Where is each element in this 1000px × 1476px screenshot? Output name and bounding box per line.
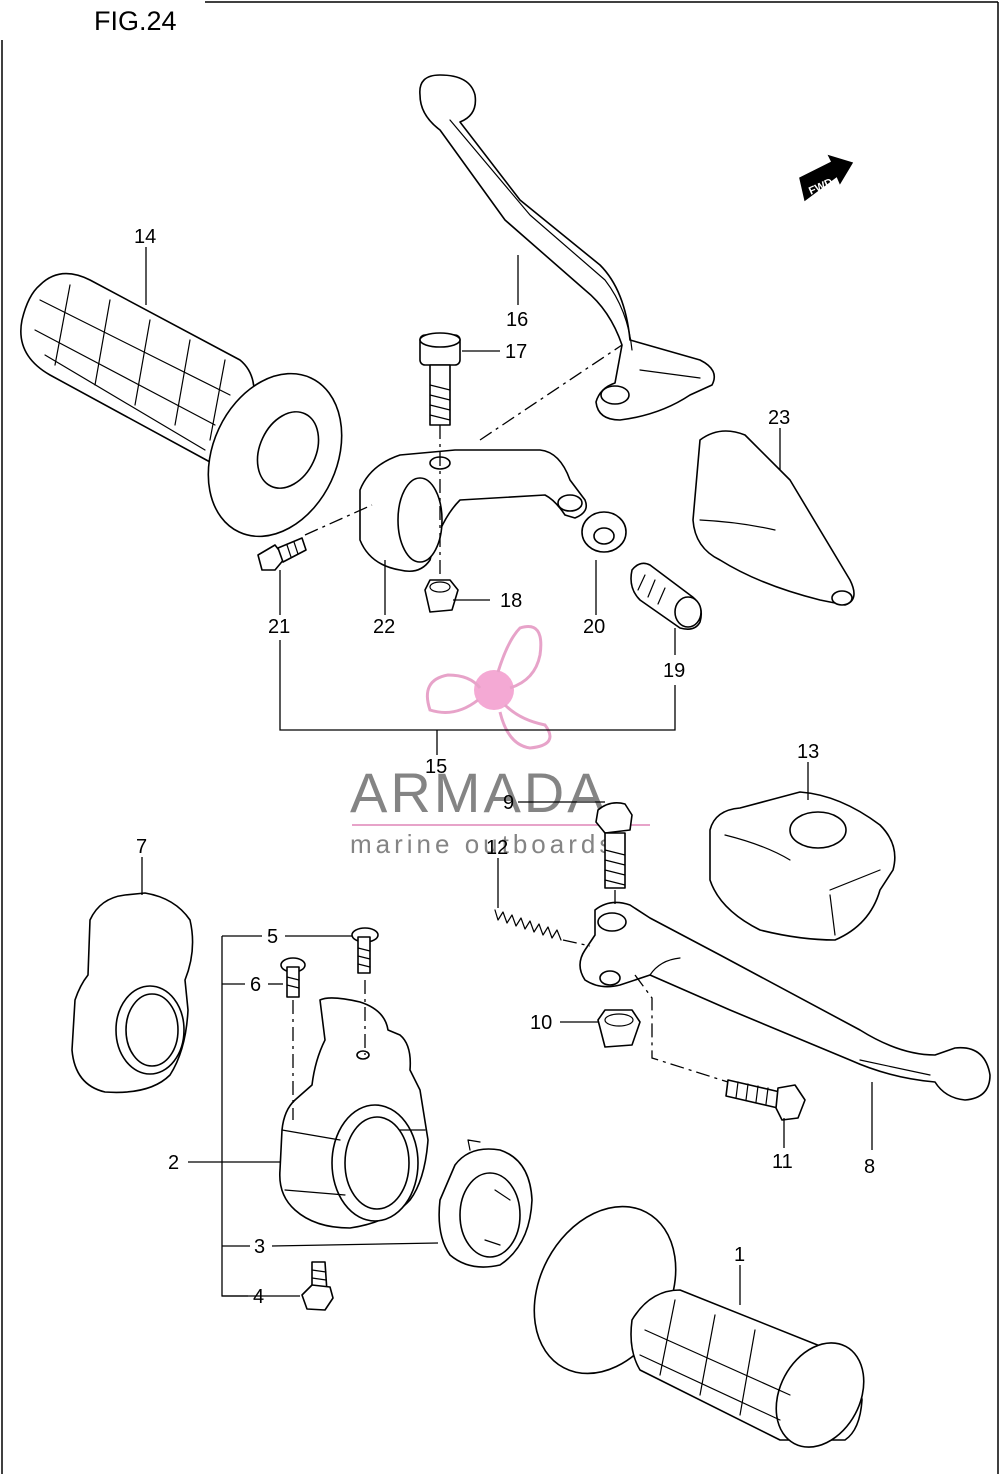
adjuster-bolt-part [630, 562, 703, 630]
nut-10-part [597, 1009, 641, 1048]
callout-11: 11 [772, 1151, 793, 1173]
watermark-brand: ARMADA [350, 761, 608, 824]
callout-5: 5 [267, 926, 278, 948]
callout-8: 8 [864, 1156, 875, 1178]
callout-17: 17 [505, 341, 527, 363]
lever-bracket-part [359, 449, 588, 573]
lower-lever-part [579, 901, 991, 1101]
callout-4: 4 [253, 1286, 264, 1308]
callout-14: 14 [134, 226, 156, 248]
bolt-17-part [419, 332, 461, 426]
nut-18-part [424, 579, 459, 613]
callout-labels: 14 16 17 23 18 21 22 20 19 15 13 9 12 10… [134, 226, 875, 1308]
bolt-11-part [725, 1079, 806, 1121]
screw-6-part [280, 957, 306, 998]
callout-18: 18 [500, 590, 522, 612]
callout-9: 9 [503, 792, 514, 814]
callout-23: 23 [768, 407, 790, 429]
callout-15: 15 [425, 756, 447, 778]
adjuster-ring-part [581, 511, 627, 553]
leader-lines [141, 247, 873, 1305]
callout-2: 2 [168, 1152, 179, 1174]
upper-lever-part [419, 74, 716, 421]
callout-6: 6 [250, 974, 261, 996]
screw-5-part [351, 927, 379, 974]
bolt-21-part [257, 537, 307, 571]
callout-1: 1 [734, 1244, 745, 1266]
callout-3: 3 [254, 1236, 265, 1258]
callout-12: 12 [486, 837, 508, 859]
callout-20: 20 [583, 616, 605, 638]
fwd-arrow-icon: FWD [799, 154, 854, 202]
lever-cover-part [692, 430, 855, 606]
bolt-9-part [595, 802, 633, 889]
throttle-drum-part [438, 1139, 533, 1268]
switch-housing-cover-part [71, 892, 194, 1094]
left-grip-part [20, 272, 343, 538]
figure-title: FIG.24 [94, 6, 177, 36]
spring-12-part [494, 909, 562, 941]
callout-19: 19 [663, 660, 685, 682]
armada-logo-icon [425, 625, 552, 750]
switch-cover-part [709, 791, 896, 941]
callout-21: 21 [268, 616, 290, 638]
watermark-tagline: marine outboards [350, 829, 616, 859]
callout-16: 16 [506, 309, 528, 331]
assembly-lines [292, 344, 729, 1120]
bolt-4-part [301, 1261, 334, 1311]
callout-22: 22 [373, 616, 395, 638]
right-grip-part [533, 1205, 865, 1448]
callout-10: 10 [530, 1012, 552, 1034]
callout-13: 13 [797, 741, 819, 763]
switch-housing-part [278, 997, 429, 1229]
callout-7: 7 [136, 836, 147, 858]
